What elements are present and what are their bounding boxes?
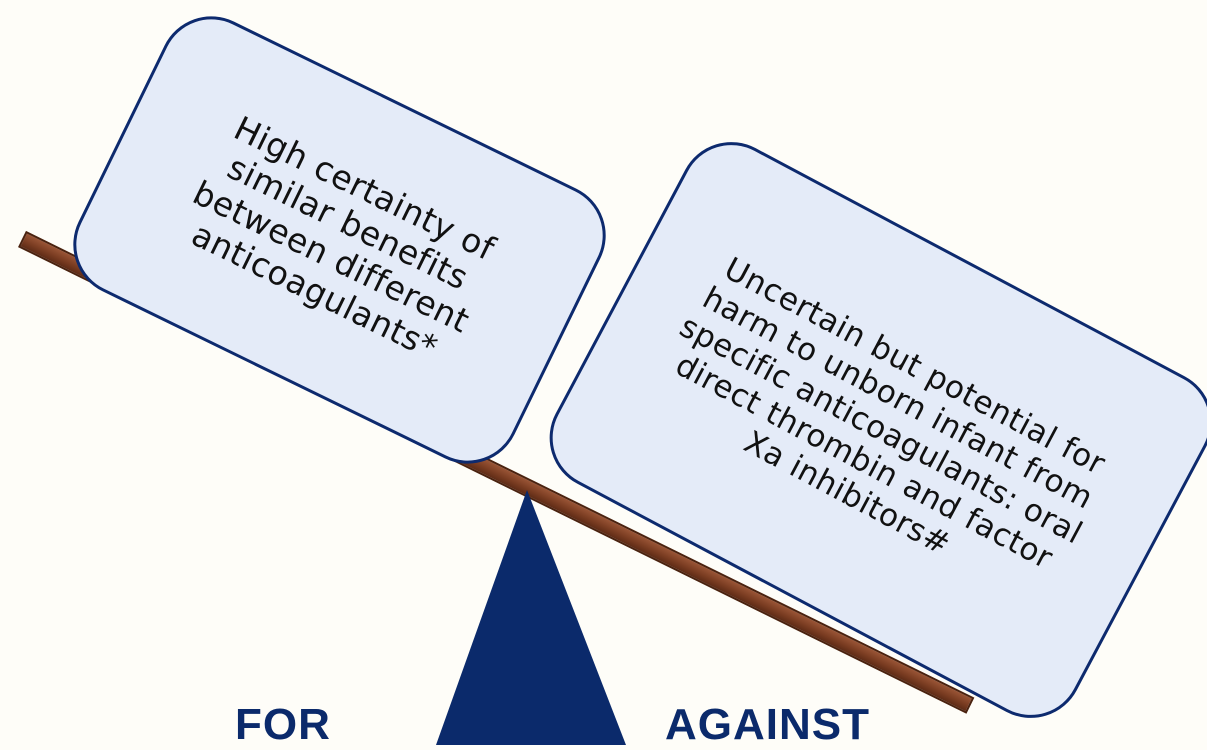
- against-label: AGAINST: [665, 700, 870, 749]
- for-label: FOR: [235, 700, 331, 749]
